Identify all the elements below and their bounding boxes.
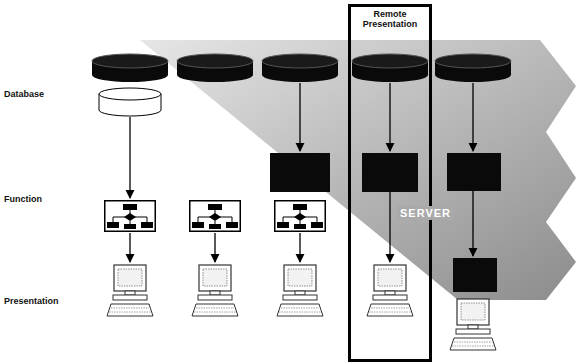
server-region-fill [140,40,576,300]
function-flowchart [275,201,326,232]
highlight-column: Remote Presentation [348,4,432,362]
flow-arrow [389,192,390,262]
client-pc [107,265,153,316]
flow-arrow [129,233,130,262]
server-presentation-block [453,258,497,292]
client-pc [450,299,496,350]
server-function-block [362,153,418,192]
client-pc [192,265,238,316]
database-disc [352,54,428,82]
server-function-block [447,153,501,191]
flow-arrow [472,191,473,256]
database-disc [92,54,168,82]
flow-arrow [214,233,215,262]
function-flowchart [105,201,156,232]
database-disc [262,54,338,82]
database-disc [435,54,511,82]
tier-label: Presentation [4,296,59,306]
client-pc [277,265,323,316]
flow-arrow [299,83,300,151]
flow-arrow [389,83,390,151]
flow-arrow [129,117,130,198]
function-flowchart [190,201,241,232]
tier-label: Database [4,89,44,99]
tier-label: Function [4,194,42,204]
client-pc [367,265,413,316]
local-database [99,88,161,116]
server-function-block [270,153,330,192]
flow-arrow [472,83,473,151]
column-heading: Remote Presentation [351,7,429,31]
database-disc [177,54,253,82]
server-label: SERVER [397,206,454,220]
flow-arrow [299,233,300,262]
